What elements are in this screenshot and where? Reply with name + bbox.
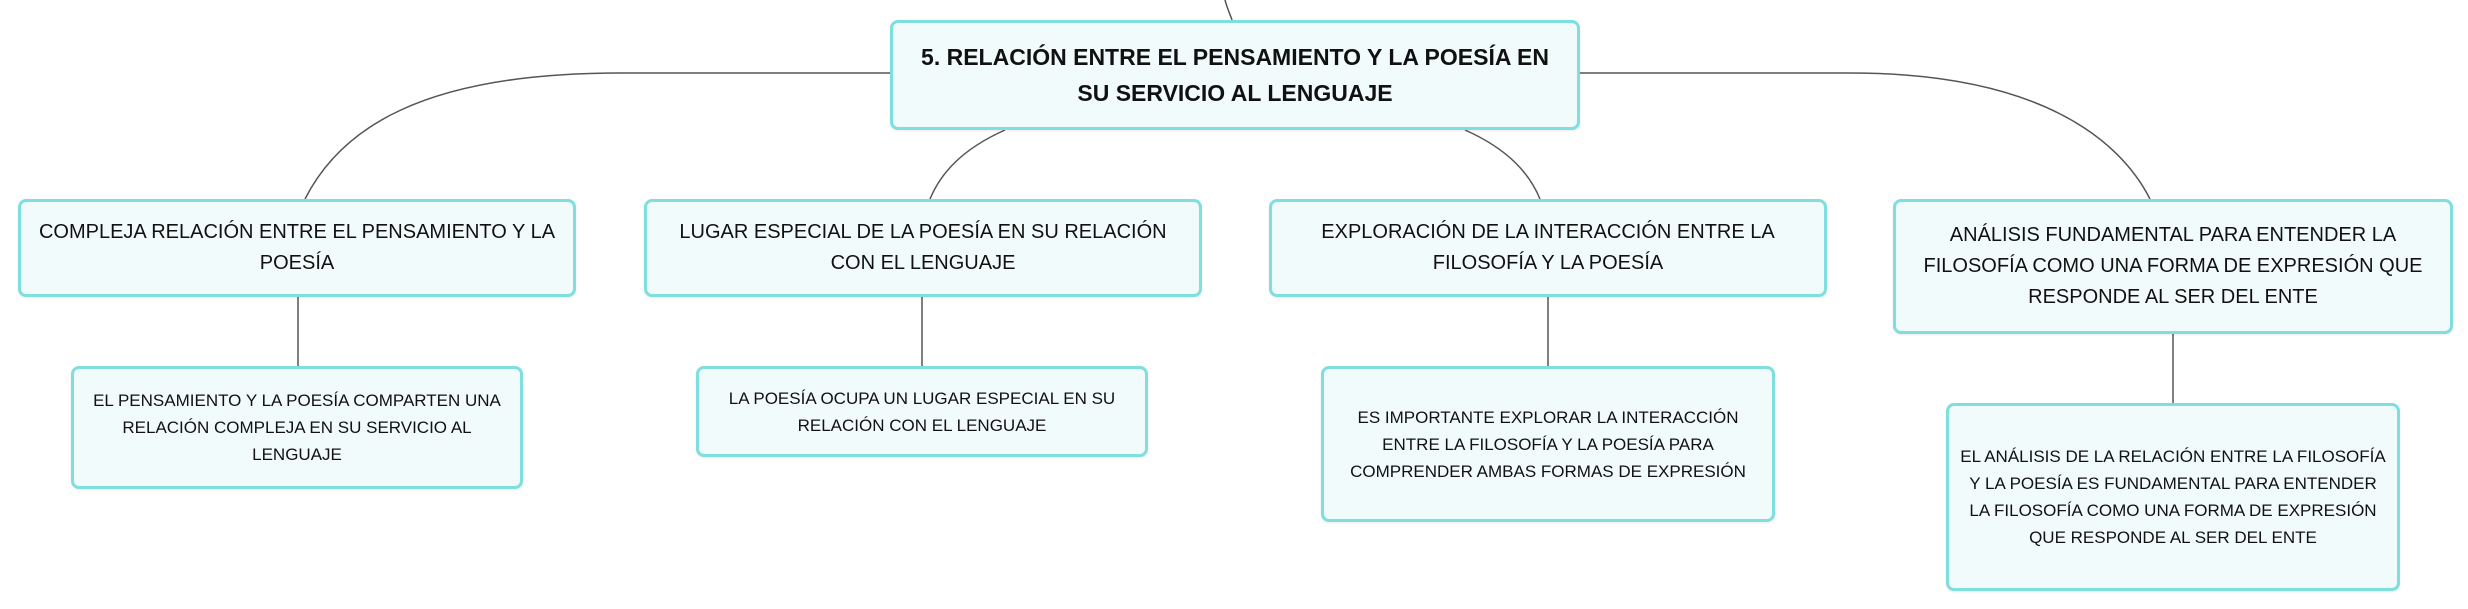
connector-root-topic-2: [929, 129, 1006, 200]
subtopic-node-4[interactable]: EL ANÁLISIS DE LA RELACIÓN ENTRE LA FILO…: [1946, 403, 2400, 591]
connector-parent-root: [1224, 0, 1233, 21]
central-topic[interactable]: 5. RELACIÓN ENTRE EL PENSAMIENTO Y LA PO…: [890, 20, 1580, 130]
topic-label: EXPLORACIÓN DE LA INTERACCIÓN ENTRE LA F…: [1321, 221, 1775, 274]
topic-node-1[interactable]: COMPLEJA RELACIÓN ENTRE EL PENSAMIENTO Y…: [18, 199, 576, 297]
connector-root-topic-1: [304, 72, 890, 200]
subtopic-label: EL ANÁLISIS DE LA RELACIÓN ENTRE LA FILO…: [1960, 447, 2386, 547]
subtopic-node-1[interactable]: EL PENSAMIENTO Y LA POESÍA COMPARTEN UNA…: [71, 366, 523, 489]
connector-root-topic-3: [1464, 129, 1541, 200]
subtopic-node-2[interactable]: LA POESÍA OCUPA UN LUGAR ESPECIAL EN SU …: [696, 366, 1148, 457]
subtopic-label: LA POESÍA OCUPA UN LUGAR ESPECIAL EN SU …: [728, 388, 1116, 435]
topic-node-2[interactable]: LUGAR ESPECIAL DE LA POESÍA EN SU RELACI…: [644, 199, 1202, 297]
topic-node-3[interactable]: EXPLORACIÓN DE LA INTERACCIÓN ENTRE LA F…: [1269, 199, 1827, 297]
subtopic-label: ES IMPORTANTE EXPLORAR LA INTERACCIÓN EN…: [1350, 407, 1746, 481]
topic-label: LUGAR ESPECIAL DE LA POESÍA EN SU RELACI…: [679, 221, 1167, 274]
topic-label: COMPLEJA RELACIÓN ENTRE EL PENSAMIENTO Y…: [38, 221, 556, 274]
topic-node-4[interactable]: ANÁLISIS FUNDAMENTAL PARA ENTENDER LA FI…: [1893, 199, 2453, 334]
connector-root-topic-4: [1580, 72, 2151, 200]
subtopic-label: EL PENSAMIENTO Y LA POESÍA COMPARTEN UNA…: [93, 391, 501, 464]
subtopic-node-3[interactable]: ES IMPORTANTE EXPLORAR LA INTERACCIÓN EN…: [1321, 366, 1775, 522]
topic-label: ANÁLISIS FUNDAMENTAL PARA ENTENDER LA FI…: [1923, 224, 2423, 308]
central-topic-label: 5. RELACIÓN ENTRE EL PENSAMIENTO Y LA PO…: [921, 44, 1549, 106]
